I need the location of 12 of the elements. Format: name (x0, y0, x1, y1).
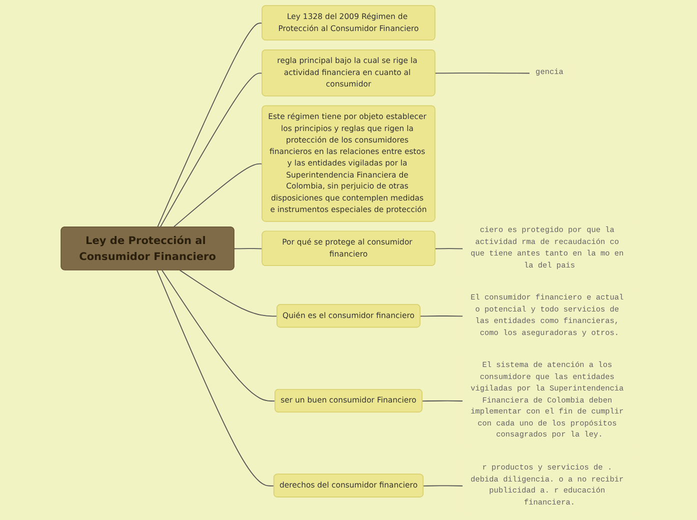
connector (162, 270, 276, 402)
connector (156, 270, 275, 486)
connector (420, 316, 464, 317)
connector (422, 400, 464, 402)
connector (172, 163, 263, 228)
connector (156, 22, 263, 228)
connector (434, 72, 531, 74)
connector (179, 270, 278, 317)
connector (234, 248, 263, 250)
connector (423, 485, 464, 486)
connector (160, 72, 263, 228)
connector (434, 248, 464, 250)
